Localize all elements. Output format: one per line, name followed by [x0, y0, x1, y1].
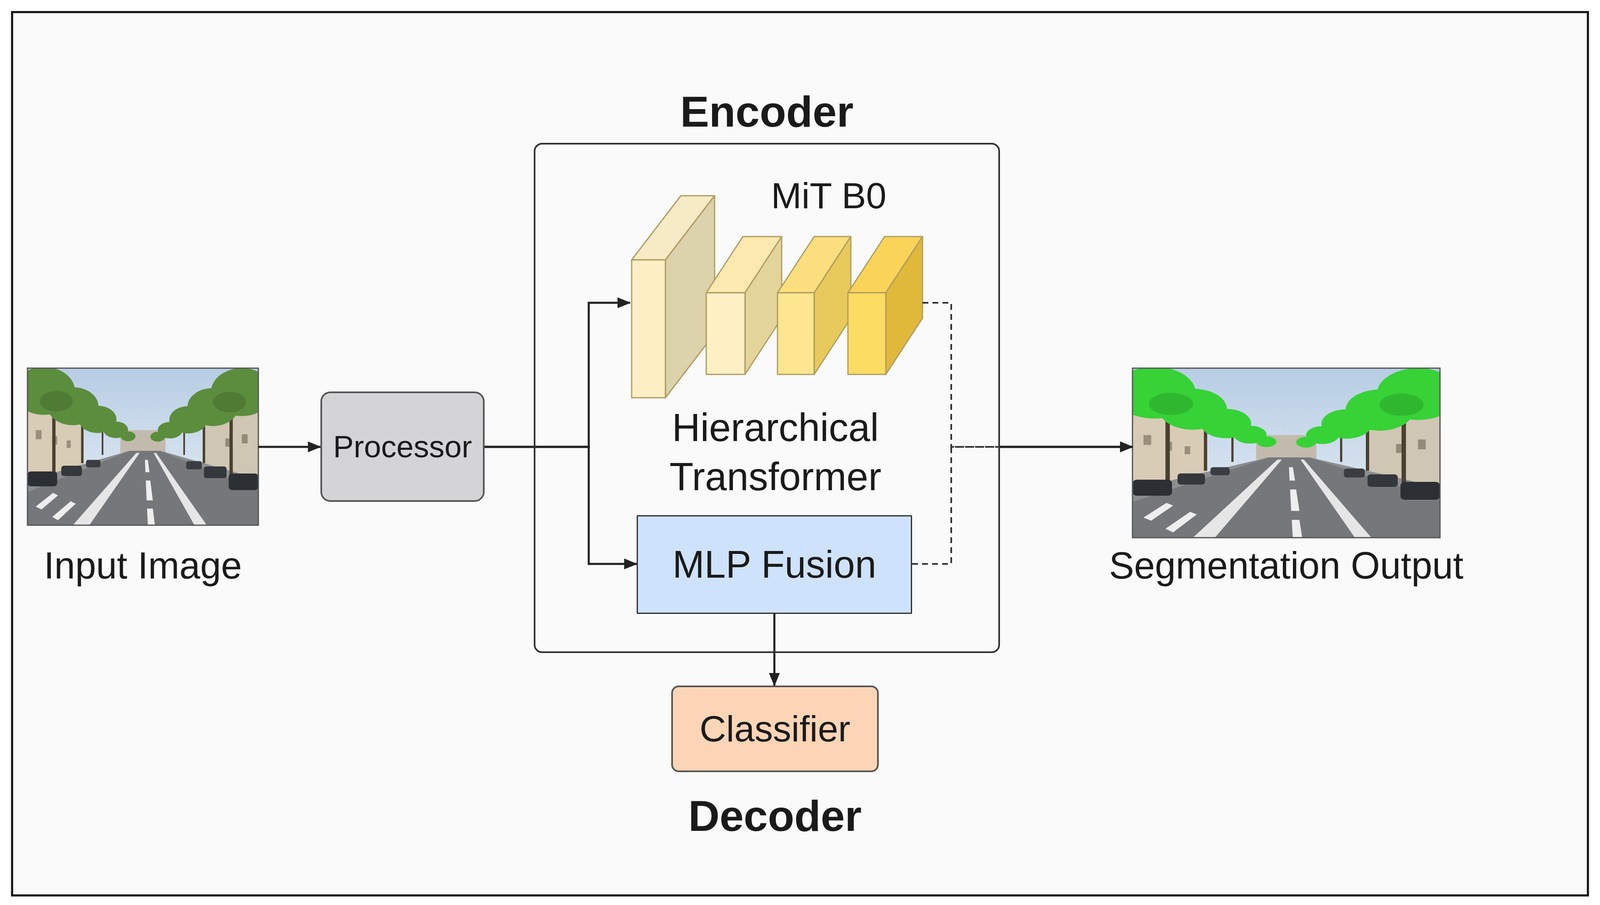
connector-line — [922, 302, 1000, 448]
classifier-box: ClassifierDecoder — [671, 685, 879, 773]
transformer-block: MiT B0 Hierarchical Transformer — [630, 173, 923, 505]
connector — [258, 447, 321, 448]
process-box: Processor — [320, 391, 485, 503]
box-label: Processor — [332, 429, 472, 465]
group-title: Encoder — [680, 87, 854, 138]
group-title: Decoder — [688, 791, 862, 842]
box-label: Classifier — [699, 707, 851, 750]
connector — [774, 614, 775, 686]
connector-line — [1000, 446, 1133, 449]
image-caption: Segmentation Output — [1109, 544, 1464, 588]
model-name: MiT B0 — [770, 174, 887, 217]
image-caption: Input Image — [43, 544, 242, 588]
connector-line — [484, 447, 637, 565]
image-node: Segmentation Output — [1132, 368, 1440, 588]
outer-frame — [12, 12, 1588, 896]
segmentation-photo — [1113, 367, 1460, 538]
connector — [912, 447, 1133, 565]
transformer-stages — [631, 195, 923, 398]
connector-line — [258, 446, 321, 449]
image-node: Input Image — [27, 368, 259, 588]
connector — [484, 302, 630, 448]
connector-line — [773, 614, 776, 686]
connector-line — [912, 447, 1000, 565]
connector-line — [484, 302, 630, 448]
block-label: Hierarchical Transformer — [650, 403, 901, 502]
fusion-box: MLP Fusion — [636, 515, 913, 615]
connector-line — [1000, 446, 1133, 449]
connector — [922, 302, 1133, 448]
box-label: MLP Fusion — [672, 542, 877, 588]
connector — [484, 447, 637, 565]
input-photo — [12, 367, 273, 526]
encoder-group: MiT B0 Hierarchical TransformerMLP Fusion… — [533, 142, 1000, 654]
